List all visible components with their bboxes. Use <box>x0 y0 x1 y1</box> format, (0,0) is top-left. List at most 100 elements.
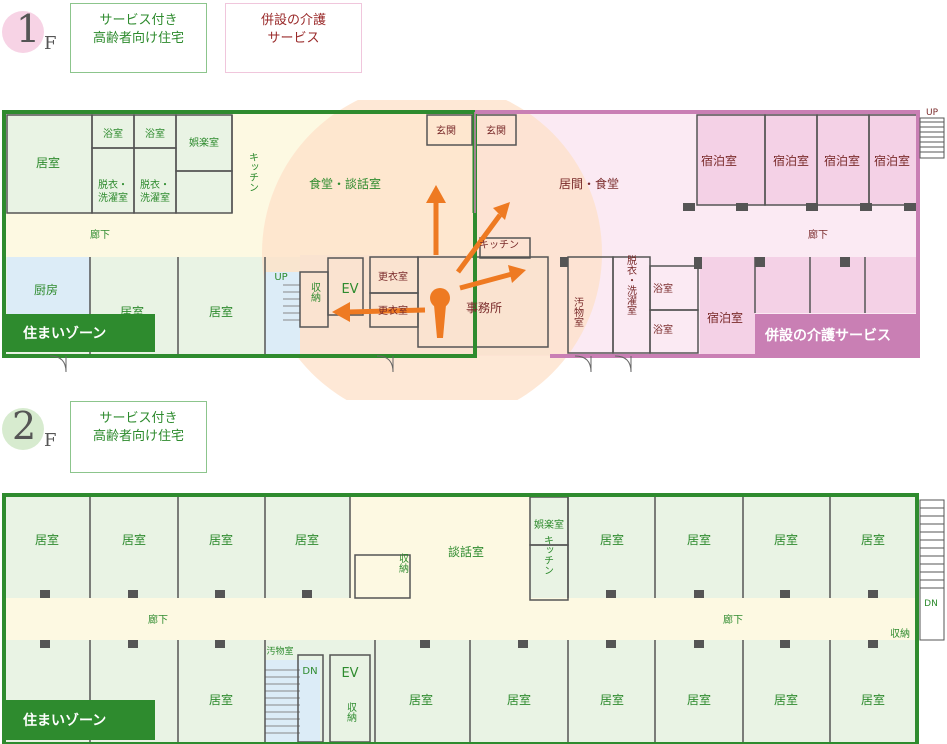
f2-stair <box>265 660 320 744</box>
label-danwa: 談話室 <box>448 544 484 559</box>
f2-corridor <box>5 598 916 640</box>
floor2-unit: F <box>44 430 57 451</box>
f1-right-stairs <box>919 117 945 159</box>
f2-wall-columns <box>40 590 878 648</box>
stair-up-1f <box>265 272 300 356</box>
room-shukuhaku-1 <box>697 113 765 205</box>
room-shukuhaku-4 <box>869 113 917 205</box>
label-goraku: 娯楽室 <box>534 518 564 531</box>
label-genkan: 玄関 <box>486 124 506 137</box>
f1-walls <box>6 114 918 355</box>
label-kyoshitsu: 居室 <box>687 532 711 547</box>
f1-wall-columns <box>560 203 916 269</box>
floor1-unit: F <box>44 33 57 54</box>
label-shuno: 収納 <box>890 627 910 640</box>
f1-doors <box>49 355 632 373</box>
label-kyoshitsu: 居室 <box>209 692 233 707</box>
f2-right-stairs <box>919 499 945 641</box>
label-yokushitsu: 浴室 <box>145 127 165 140</box>
f2-zone-housing: 住まいゾーン <box>5 700 155 740</box>
f1-zone-care: 併設の介護サービス <box>755 314 919 356</box>
label-kyoshitsu: 居室 <box>774 692 798 707</box>
room-shukuhaku-5 <box>700 257 755 355</box>
legend-line: サービス <box>267 31 320 46</box>
f1-labels: 居室 浴室 浴室 脱衣・ 洗濯室 脱衣・ 洗濯室 娯楽室 キッチン 食堂・談話室… <box>34 108 939 336</box>
floor2-number: 2 <box>12 404 37 448</box>
floor2-badge: 2 F <box>0 400 70 464</box>
label-yokushitsu: 浴室 <box>653 282 673 295</box>
label-koui: 更衣室 <box>378 270 408 283</box>
label-kyoshitsu: 居室 <box>35 532 59 547</box>
label-kyoshitsu: 居室 <box>36 155 60 170</box>
floor1-legend-care-service: 併設の介護 サービス <box>225 3 362 73</box>
floor1-badge-circle <box>2 11 44 53</box>
label-jimusho: 事務所 <box>466 301 502 315</box>
label-genkan: 玄関 <box>436 124 456 137</box>
f2-labels: 居室 居室 居室 居室 談話室 娯楽室 キッチン 収納 居室 居室 居室 居室 … <box>35 518 938 723</box>
room-shukuhaku-3 <box>817 113 869 205</box>
label-shukuhaku: 宿泊室 <box>874 153 910 168</box>
label-datsui: 洗濯室 <box>140 191 170 204</box>
f2-border <box>2 493 919 744</box>
label-shuno: 収納 <box>397 553 409 574</box>
floor1-legend-service-housing: サービス付き 高齢者向け住宅 <box>70 3 207 73</box>
label-dn: DN <box>302 666 317 677</box>
f2-danwa <box>350 497 530 600</box>
f2-stair-treads <box>265 669 300 734</box>
room-care-lower <box>755 257 917 313</box>
stair-treads <box>283 284 300 321</box>
label-kitchen-v: キッチン <box>247 152 258 192</box>
label-kyoshitsu: 居室 <box>861 532 885 547</box>
label-roka: 廊下 <box>808 228 828 241</box>
floor2-plan: 居室 居室 居室 居室 談話室 娯楽室 キッチン 収納 居室 居室 居室 居室 … <box>2 493 945 744</box>
label-kyoshitsu: 居室 <box>600 532 624 547</box>
legend-line: 高齢者向け住宅 <box>92 429 184 444</box>
room-chubo <box>7 257 90 317</box>
label-dn-right: DN <box>924 599 938 609</box>
label-up: UP <box>274 272 287 283</box>
legend-line: サービス付き <box>99 411 178 426</box>
label-shukuhaku: 宿泊室 <box>824 153 860 168</box>
legend-line: 高齢者向け住宅 <box>92 31 184 46</box>
label-kyoshitsu: 居室 <box>122 532 146 547</box>
label-datsui: 洗濯室 <box>98 191 128 204</box>
floor1-number: 1 <box>16 7 41 51</box>
label-obutsu: 汚物室 <box>266 645 293 657</box>
label-datsui: 脱衣・ <box>98 178 128 191</box>
office-area-circle <box>262 100 602 400</box>
label-shukuhaku: 宿泊室 <box>773 153 809 168</box>
floor2-badge-circle <box>2 408 44 450</box>
label-obutsu: 汚物室 <box>572 296 584 327</box>
label-yokushitsu: 浴室 <box>653 323 673 336</box>
office-arrows <box>332 185 526 338</box>
label-shukuhaku: 宿泊室 <box>701 153 737 168</box>
label-yokushitsu: 浴室 <box>103 127 123 140</box>
label-kyoshitsu: 居室 <box>409 692 433 707</box>
label-datsui: 脱衣・ <box>140 178 170 191</box>
label-kitchen-h: キッチン <box>479 239 519 251</box>
label-kyoshitsu: 居室 <box>774 532 798 547</box>
room-shukuhaku-2 <box>765 113 817 205</box>
label-kyoshitsu: 居室 <box>861 692 885 707</box>
label-shuno: 収納 <box>309 282 321 303</box>
floor1-plan: 居室 浴室 浴室 脱衣・ 洗濯室 脱衣・ 洗濯室 娯楽室 キッチン 食堂・談話室… <box>2 100 945 400</box>
label-datsui-sen: 脱衣・洗濯室 <box>625 254 637 315</box>
label-kyoshitsu: 居室 <box>209 304 233 319</box>
label-shuno: 収納 <box>345 702 357 723</box>
label-kyoshitsu: 居室 <box>209 532 233 547</box>
label-kyoshitsu: 居室 <box>507 692 531 707</box>
label-ev: EV <box>341 666 358 681</box>
f1-border-pink <box>475 110 920 358</box>
label-roka: 廊下 <box>148 613 168 626</box>
f1-border-green <box>2 110 477 358</box>
label-kitchen-v: キッチン <box>542 535 553 575</box>
floor2-legend-service-housing: サービス付き 高齢者向け住宅 <box>70 401 207 473</box>
f1-zone-housing: 住まいゾーン <box>5 314 155 352</box>
label-kyoshitsu: 居室 <box>687 692 711 707</box>
label-goraku: 娯楽室 <box>189 136 219 149</box>
label-up-right: UP <box>926 108 939 118</box>
label-ev: EV <box>341 282 358 297</box>
label-roka: 廊下 <box>723 613 743 626</box>
legend-line: サービス付き <box>99 13 178 28</box>
